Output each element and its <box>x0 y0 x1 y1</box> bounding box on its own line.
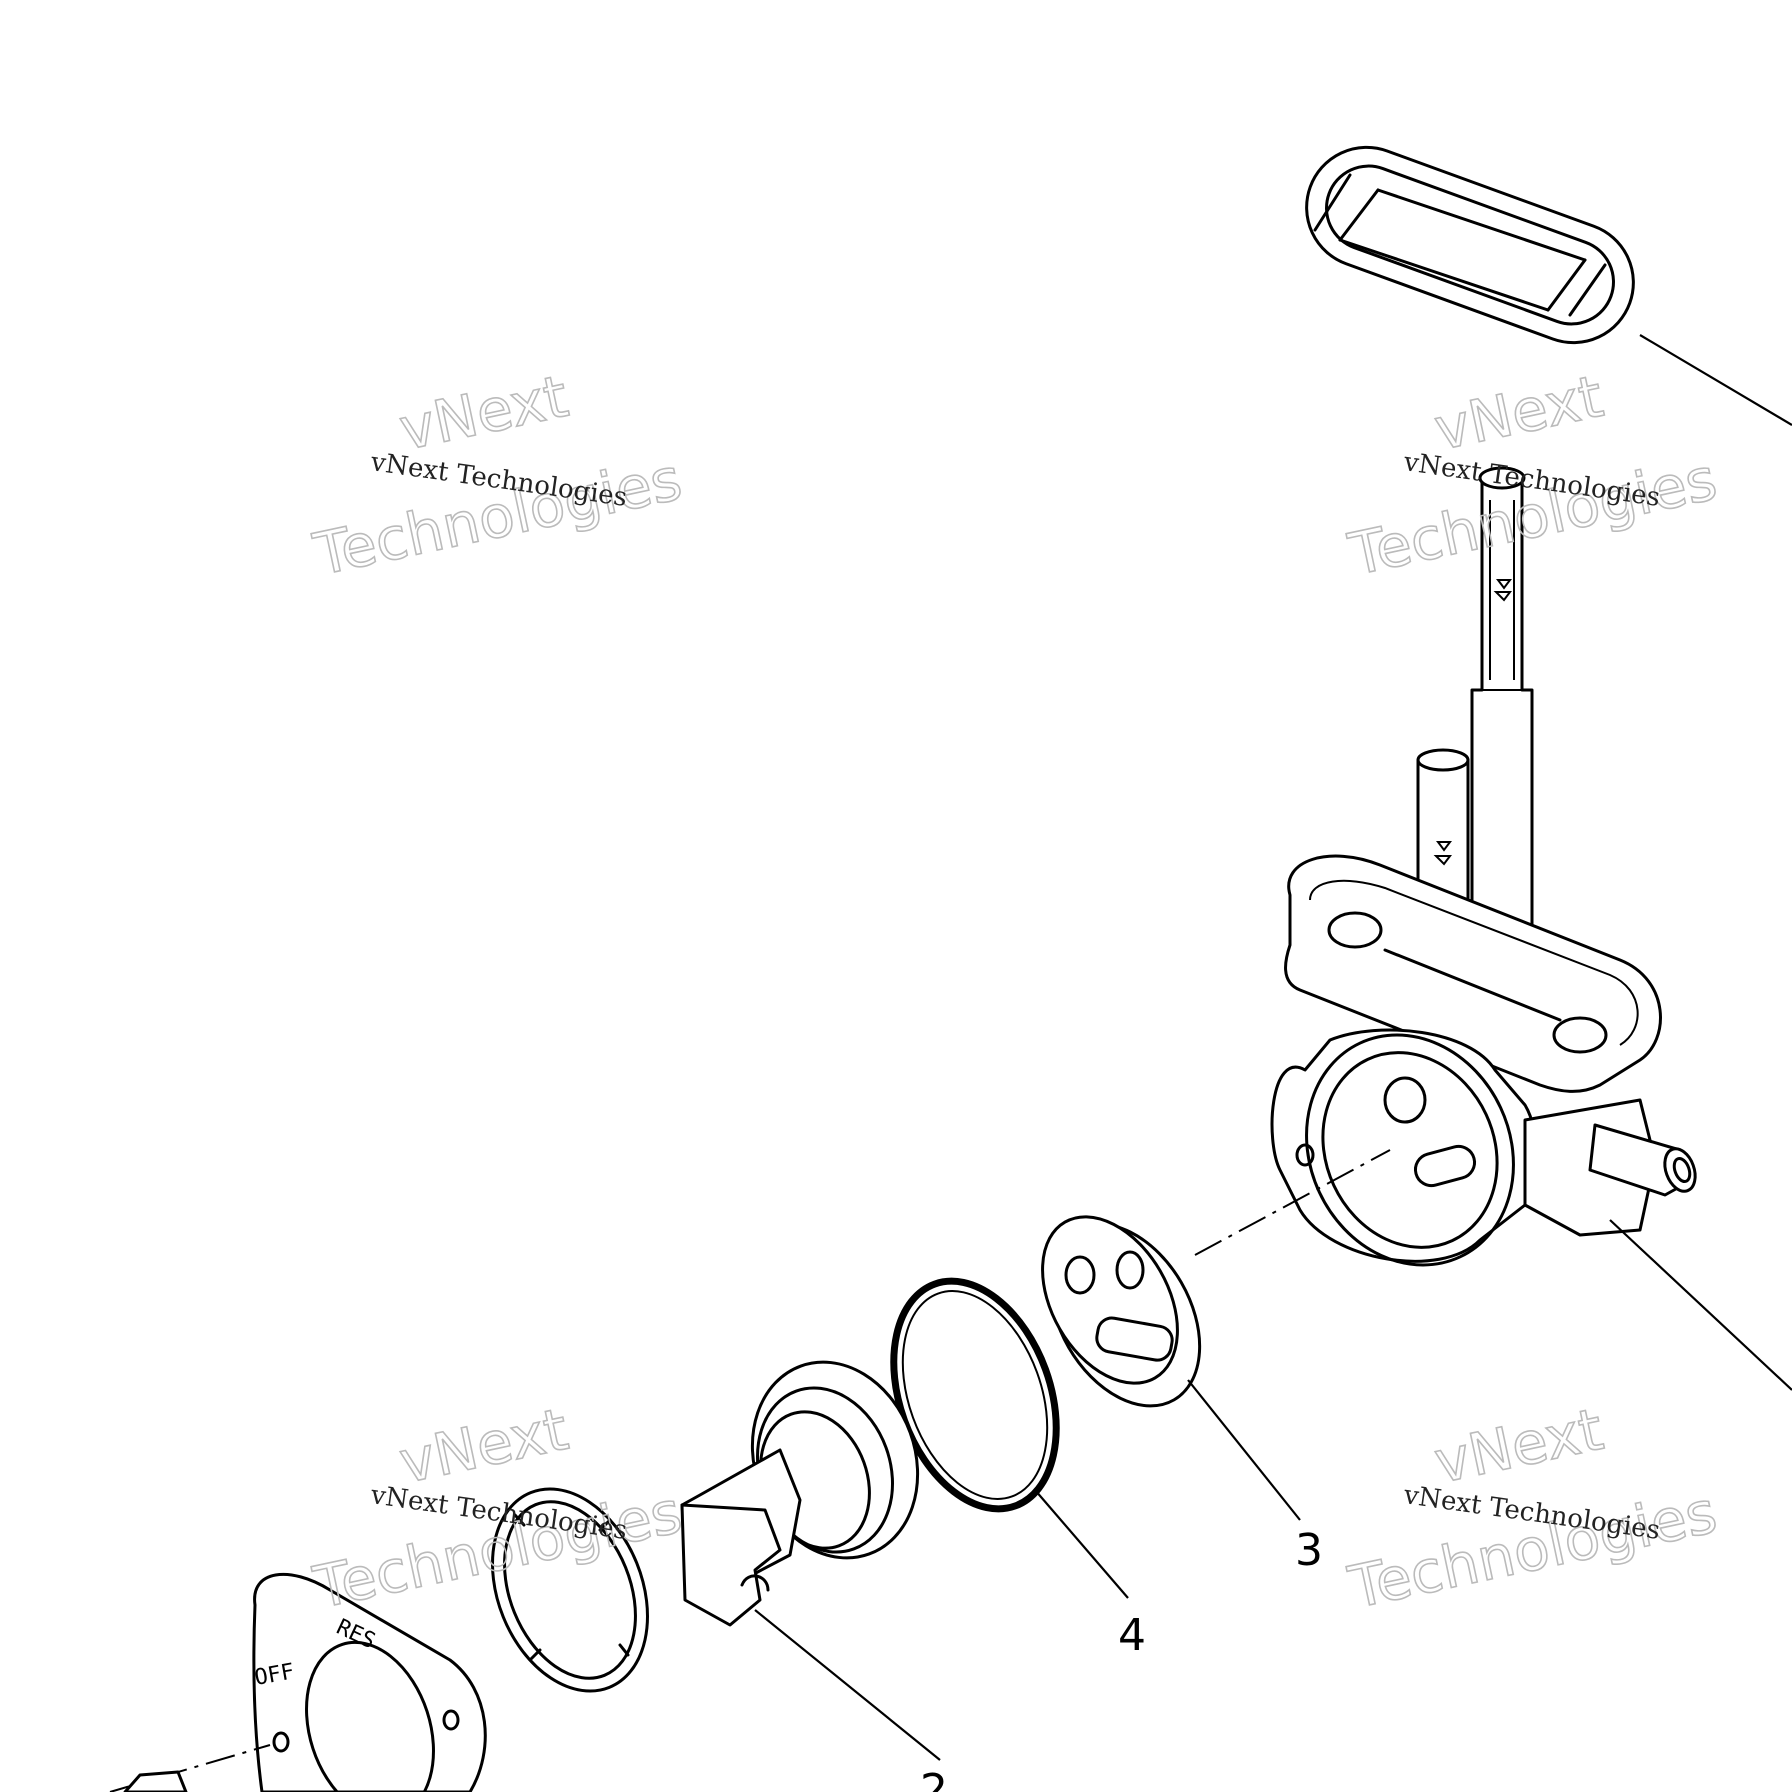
gasket-top <box>1305 145 1792 426</box>
watermark-big-1: vNext <box>1429 362 1609 464</box>
callout-4: 4 <box>1118 1610 1146 1661</box>
watermark-top-right: vNext Technologies vNext Technologies <box>1342 361 1723 590</box>
lever-seat <box>680 1360 941 1761</box>
screw <box>123 1770 188 1792</box>
fuel-cock-body <box>1270 466 1792 1391</box>
watermark-bottom-left: vNext Technologies vNext Technologies <box>307 1394 688 1623</box>
wave-washer <box>491 1487 649 1693</box>
callout-2: 2 <box>920 1765 948 1792</box>
watermark-big-1: vNext <box>1429 1395 1609 1497</box>
watermark-bottom-right: vNext Technologies vNext Technologies <box>1342 1394 1723 1623</box>
watermark-top-left: vNext Technologies vNext Technologies <box>307 361 688 590</box>
indicator-plate: RES OFF <box>109 1572 487 1792</box>
part-3-disc <box>1041 1149 1391 1521</box>
watermark-big-1: vNext <box>394 362 574 464</box>
watermark-big-1: vNext <box>394 1395 574 1497</box>
callout-3: 3 <box>1295 1525 1323 1576</box>
